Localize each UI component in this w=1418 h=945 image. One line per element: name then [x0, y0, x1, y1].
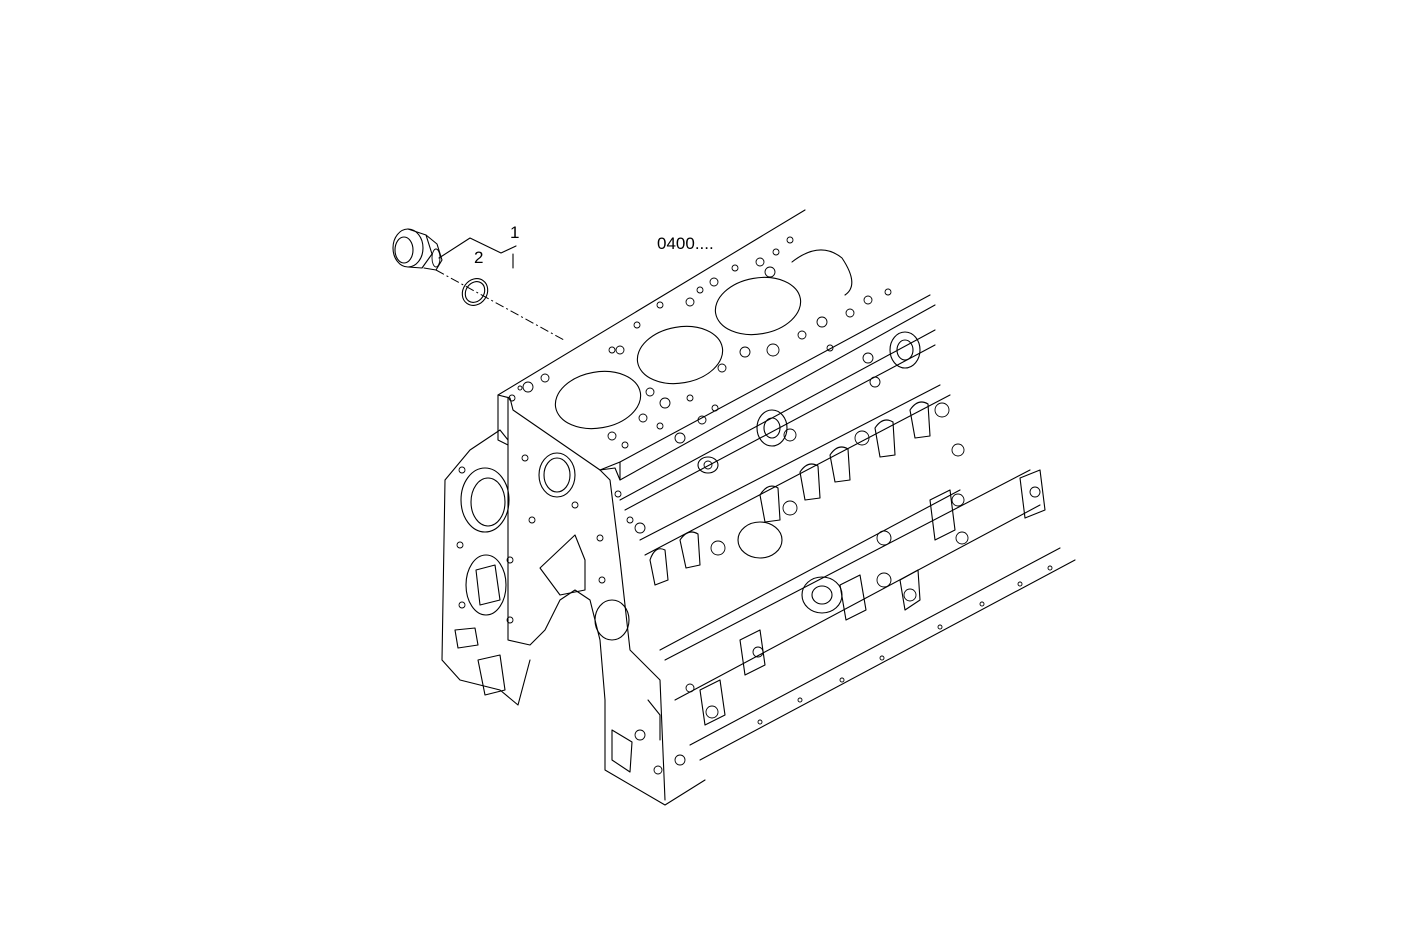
callout-label-2: 2	[474, 248, 483, 267]
reference-code-label: 0400....	[657, 234, 714, 253]
sealing-ring-part	[461, 278, 489, 306]
callout-label-1: 1	[510, 223, 519, 242]
plug-part	[392, 228, 443, 271]
leader-lines	[435, 237, 565, 341]
deck-holes	[508, 236, 892, 449]
engine-block	[441, 209, 1076, 806]
